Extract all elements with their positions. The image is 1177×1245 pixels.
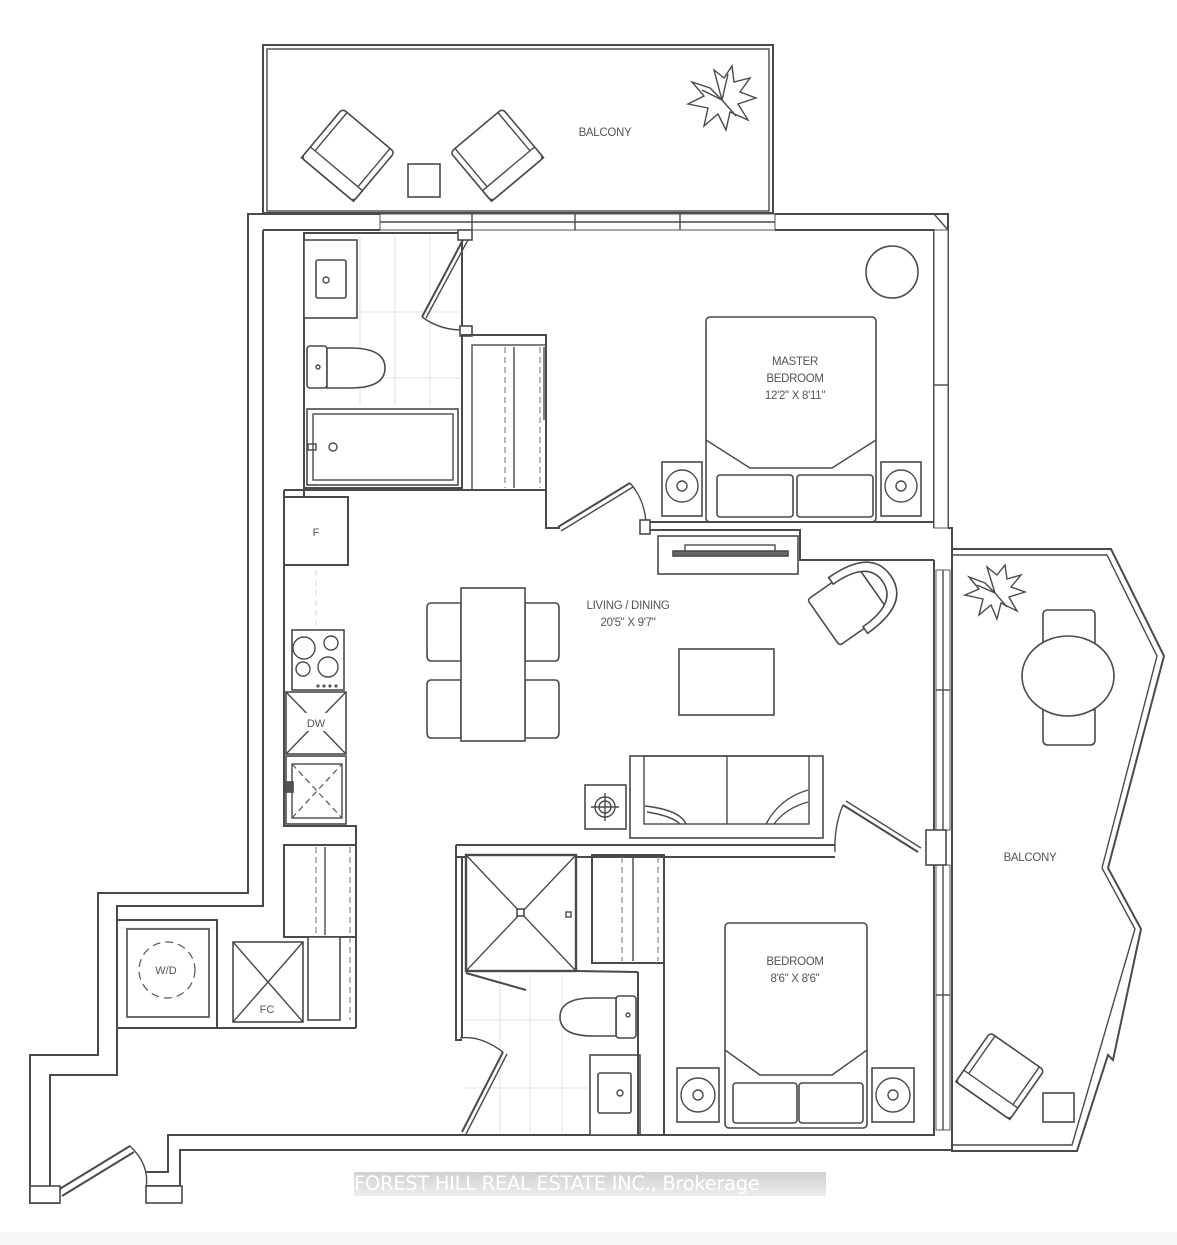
stove-icon bbox=[291, 629, 345, 691]
living-dining-dimensions: 20'5" X 9'7" bbox=[601, 617, 656, 629]
bedroom-dimensions: 8'6" X 8'6" bbox=[771, 973, 820, 985]
sink-icon bbox=[597, 1072, 632, 1114]
laundry: W/D FC bbox=[116, 826, 357, 1029]
round-table-icon bbox=[1021, 609, 1115, 746]
master-bedroom-dimensions: 12'2" X 8'11" bbox=[765, 390, 825, 402]
armchair-icon bbox=[954, 1033, 1044, 1121]
armchair-icon bbox=[451, 109, 545, 203]
plant-icon bbox=[685, 64, 759, 133]
nightstand-icon bbox=[880, 461, 922, 517]
coffee-table-icon bbox=[678, 648, 775, 716]
entry-door bbox=[29, 1145, 183, 1204]
nightstand-icon bbox=[871, 1067, 915, 1123]
nightstand-icon bbox=[676, 1067, 720, 1123]
bottom-band bbox=[0, 1232, 1177, 1245]
lamp-icon bbox=[865, 245, 919, 299]
watermark: FOREST HILL REAL ESTATE INC., Brokerage bbox=[354, 1172, 760, 1195]
shower-icon bbox=[464, 853, 578, 991]
closet-label: FC bbox=[260, 1004, 275, 1016]
balcony-right-label: BALCONY bbox=[1004, 852, 1057, 864]
master-bedroom: MASTER BEDROOM 12'2" X 8'11" bbox=[661, 245, 922, 523]
balcony-top-label: BALCONY bbox=[579, 127, 632, 139]
fridge-label: F bbox=[313, 527, 320, 539]
bed-icon bbox=[724, 922, 868, 1129]
bathtub-icon bbox=[306, 408, 459, 486]
lamp-icon bbox=[584, 784, 627, 830]
master-bedroom-label: MASTER bbox=[772, 356, 818, 368]
bedroom-label: BEDROOM bbox=[766, 956, 823, 968]
washer-dryer-label: W/D bbox=[155, 965, 176, 977]
closet-icon: FC bbox=[232, 941, 304, 1023]
toilet-icon bbox=[306, 345, 386, 389]
master-bedroom-wall bbox=[557, 482, 934, 561]
balcony-right: BALCONY bbox=[951, 548, 1166, 1152]
window-top bbox=[379, 213, 776, 231]
sink-icon bbox=[284, 755, 347, 825]
master-bedroom-label-2: BEDROOM bbox=[766, 373, 823, 385]
tv-console-icon bbox=[657, 535, 799, 575]
ensuite-bathroom bbox=[303, 229, 473, 489]
dishwasher-label: DW bbox=[307, 718, 326, 730]
dining-table-icon bbox=[426, 587, 560, 742]
watermark-background bbox=[354, 1172, 826, 1196]
balcony-top: BALCONY bbox=[262, 44, 774, 214]
kitchen: F DW bbox=[283, 490, 357, 845]
dishwasher-icon: DW bbox=[285, 691, 347, 755]
armchair-icon bbox=[300, 109, 394, 203]
second-bathroom bbox=[455, 845, 641, 1136]
master-closet bbox=[461, 334, 547, 491]
living-dining: LIVING / DINING 20'5" X 9'7" bbox=[426, 561, 898, 839]
living-dining-label: LIVING / DINING bbox=[586, 600, 669, 612]
side-table-icon bbox=[1042, 1092, 1075, 1123]
plant-icon bbox=[962, 563, 1028, 622]
toilet-icon bbox=[559, 995, 637, 1039]
door-swing-icon bbox=[421, 229, 473, 337]
armchair-icon bbox=[807, 561, 898, 646]
bedroom: BEDROOM 8'6" X 8'6" bbox=[591, 854, 915, 1135]
side-table-icon bbox=[407, 163, 441, 198]
sofa-icon bbox=[629, 755, 824, 839]
bed-icon bbox=[705, 316, 877, 523]
sink-icon bbox=[315, 259, 347, 299]
nightstand-icon bbox=[661, 461, 703, 517]
